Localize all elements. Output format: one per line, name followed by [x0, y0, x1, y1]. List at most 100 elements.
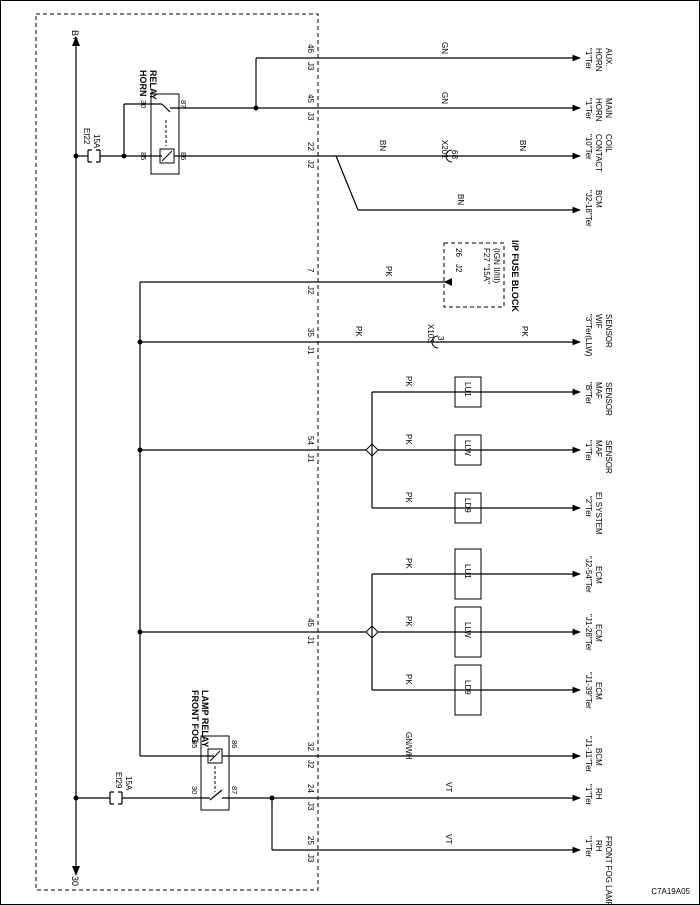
terminal-ecm-j1-28: "J1-28"Ter ECM	[584, 614, 603, 651]
fog-pin-85: 85	[190, 740, 199, 748]
svg-text:ECM: ECM	[594, 566, 603, 584]
svg-text:"3"Ter(LLW): "3"Ter(LLW)	[584, 314, 593, 357]
svg-text:"10"Ter: "10"Ter	[584, 134, 593, 160]
pin-wif: 35	[306, 328, 315, 337]
svg-text:"J2-54"Ter: "J2-54"Ter	[584, 556, 593, 593]
color-ecm-llw: PK	[404, 616, 413, 627]
color-bcm-branch: BN	[456, 194, 465, 205]
horn-relay-box	[150, 93, 180, 175]
ei-option-box	[454, 492, 482, 524]
ecm-j1-39-option-box	[454, 664, 482, 716]
terminal-wif: "3"Ter(LLW) WIF SENSOR	[584, 314, 613, 357]
svg-text:"J1-28"Ter: "J1-28"Ter	[584, 614, 593, 651]
terminal-fog-rh-1: "1"Ter RH	[584, 784, 603, 806]
pin-contact-coil: 22	[306, 142, 315, 151]
ef29-rating: 15A	[124, 776, 133, 791]
maf-1-option: LLW	[463, 440, 472, 456]
pin-horn-main: 45	[306, 94, 315, 103]
x201-pin: 68	[450, 150, 459, 159]
ef22-rating: 15A	[92, 134, 101, 149]
ef29-fuse-right	[118, 791, 123, 805]
horn-pin-87: 87	[179, 100, 188, 108]
ip-fuse-connector: J2	[454, 264, 463, 273]
svg-text:CONTACT: CONTACT	[594, 134, 603, 172]
pin-ecm: 45	[306, 618, 315, 627]
color-ecm-lu1: PK	[404, 558, 413, 569]
fog-relay-title-2: LAMP RELAY	[200, 690, 210, 748]
ip-fuse-name: F27 "15A"	[482, 248, 491, 284]
svg-text:RH: RH	[594, 788, 603, 800]
pin-fog-rh1: 24	[306, 784, 315, 793]
color-ei-ld9: PK	[404, 492, 413, 503]
conn-fog-rh2: J3	[306, 854, 315, 863]
svg-text:SENSOR: SENSOR	[604, 314, 613, 348]
fog-pin-87: 87	[230, 786, 239, 794]
pin-horn-aux: 46	[306, 44, 315, 53]
bcm-branch-diag	[335, 155, 359, 211]
conn-contact-coil: J2	[306, 160, 315, 169]
svg-text:"1"Ter: "1"Ter	[584, 836, 593, 858]
color-ecm-ld9: PK	[404, 674, 413, 685]
ecm-j1-28-option-box	[454, 606, 482, 658]
thirty-label: 30	[70, 876, 80, 886]
horn-relay-title-1: HORN	[138, 70, 148, 97]
terminal-maf-1: "1"Ter MAF SENSOR	[584, 440, 613, 474]
svg-text:"1"Ter: "1"Ter	[584, 48, 593, 70]
svg-text:EI SYSTEM: EI SYSTEM	[594, 492, 603, 535]
conn-maf: J1	[306, 454, 315, 463]
conn-horn-aux: J3	[306, 62, 315, 71]
svg-text:HORN: HORN	[594, 48, 603, 72]
x103-splice	[431, 335, 439, 349]
horn-pin-85: 85	[139, 152, 148, 160]
svg-text:BCM: BCM	[594, 190, 603, 208]
svg-text:ECM: ECM	[594, 624, 603, 642]
svg-text:"J2-18"Ter: "J2-18"Ter	[584, 190, 593, 227]
svg-text:SENSOR: SENSOR	[604, 382, 613, 416]
svg-text:"2"Ter: "2"Ter	[584, 496, 593, 518]
svg-text:MAF: MAF	[594, 440, 603, 457]
svg-text:HORN: HORN	[594, 98, 603, 122]
pin-maf: 54	[306, 436, 315, 445]
horn-relay-title-2: RELAY	[148, 70, 158, 100]
color-bcm-fog: GN/WH	[404, 732, 413, 760]
color-contact-coil-a: BN	[378, 140, 387, 151]
pin-fog-rh2: 25	[306, 836, 315, 845]
horn-pin-30: 30	[139, 100, 148, 108]
conn-horn-main: J3	[306, 112, 315, 121]
conn-fog-rh1: J3	[306, 802, 315, 811]
fog-pin-30: 30	[190, 786, 199, 794]
fog-switch-blade	[209, 789, 223, 801]
ecm-j1-28-option: LLW	[463, 622, 472, 638]
thirty-arrow	[72, 866, 80, 876]
ef22-fuse-right	[96, 149, 101, 163]
fuse-block-boundary	[35, 13, 319, 891]
svg-text:MAF: MAF	[594, 382, 603, 399]
x201-label: X201	[440, 140, 449, 159]
conn-fuse-block: J2	[306, 286, 315, 295]
svg-text:WIF: WIF	[594, 314, 603, 329]
svg-text:MAIN: MAIN	[604, 98, 613, 118]
ecm-j2-54-option: LU1	[463, 564, 472, 579]
fog-pin-86: 86	[230, 740, 239, 748]
color-maf-llw: PK	[404, 434, 413, 445]
maf-b-option-box	[454, 376, 482, 408]
ip-fuse-block-box	[443, 242, 505, 308]
terminal-horn-main: "1"Ter HORN MAIN	[584, 98, 613, 122]
bplus-label: B+	[70, 30, 80, 41]
terminal-maf-b: "B"Ter MAF SENSOR	[584, 382, 613, 416]
terminal-bcm-j1-11: "J1-11"Ter BCM	[584, 736, 603, 773]
pin-fuse-block: 7	[306, 268, 315, 273]
color-wif-b: PK	[520, 326, 529, 337]
terminal-fog-rh-2: "1"Ter RH FRONT FOG LAMP	[584, 836, 613, 905]
terminal-bcm-j2-18: "J2-18"Ter BCM	[584, 190, 603, 227]
svg-text:FRONT FOG LAMP: FRONT FOG LAMP	[604, 836, 613, 905]
color-maf-lu1: PK	[404, 376, 413, 387]
terminal-horn-aux: "1"Ter HORN AUX.	[584, 48, 613, 72]
svg-text:COIL: COIL	[604, 134, 613, 153]
x103-pin: 3	[436, 336, 445, 341]
ei-option: LD9	[463, 498, 472, 513]
ecm-j2-54-option-box	[454, 548, 482, 600]
conn-wif: J1	[306, 346, 315, 355]
svg-text:AUX.: AUX.	[604, 48, 613, 67]
terminal-contact-coil: "10"Ter CONTACT COIL	[584, 134, 613, 172]
